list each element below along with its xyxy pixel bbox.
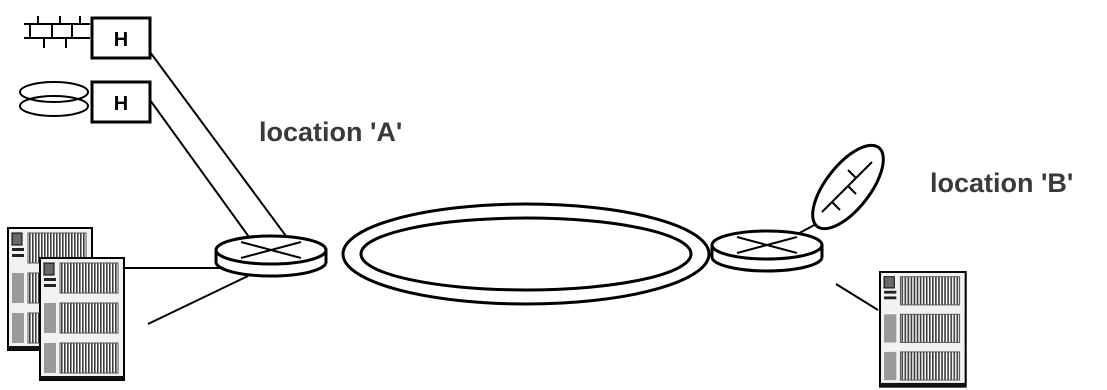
hub-bottom-label: H (114, 93, 128, 115)
token-ring-icon (20, 82, 88, 116)
link-router-b-to-server-b (836, 284, 878, 310)
server-b (880, 272, 966, 387)
wan-ring (343, 204, 709, 304)
link-hub-top-to-router-a (150, 52, 300, 255)
location-a-label: location 'A' (259, 117, 402, 148)
link-hub-bottom-to-router-a (150, 100, 262, 255)
hub-box-bottom: H (92, 82, 150, 122)
link-server-a2-to-router-a (148, 276, 248, 324)
router-a (216, 236, 326, 276)
connection-lines (100, 52, 878, 324)
location-b-label: location 'B' (930, 168, 1073, 199)
hub-top-label: H (114, 29, 128, 51)
tokenring-b-icon (800, 134, 896, 240)
ethernet-lan-icon (24, 16, 90, 48)
hub-box-top: H (92, 18, 150, 58)
router-b (712, 231, 822, 271)
server-a2 (40, 258, 124, 380)
